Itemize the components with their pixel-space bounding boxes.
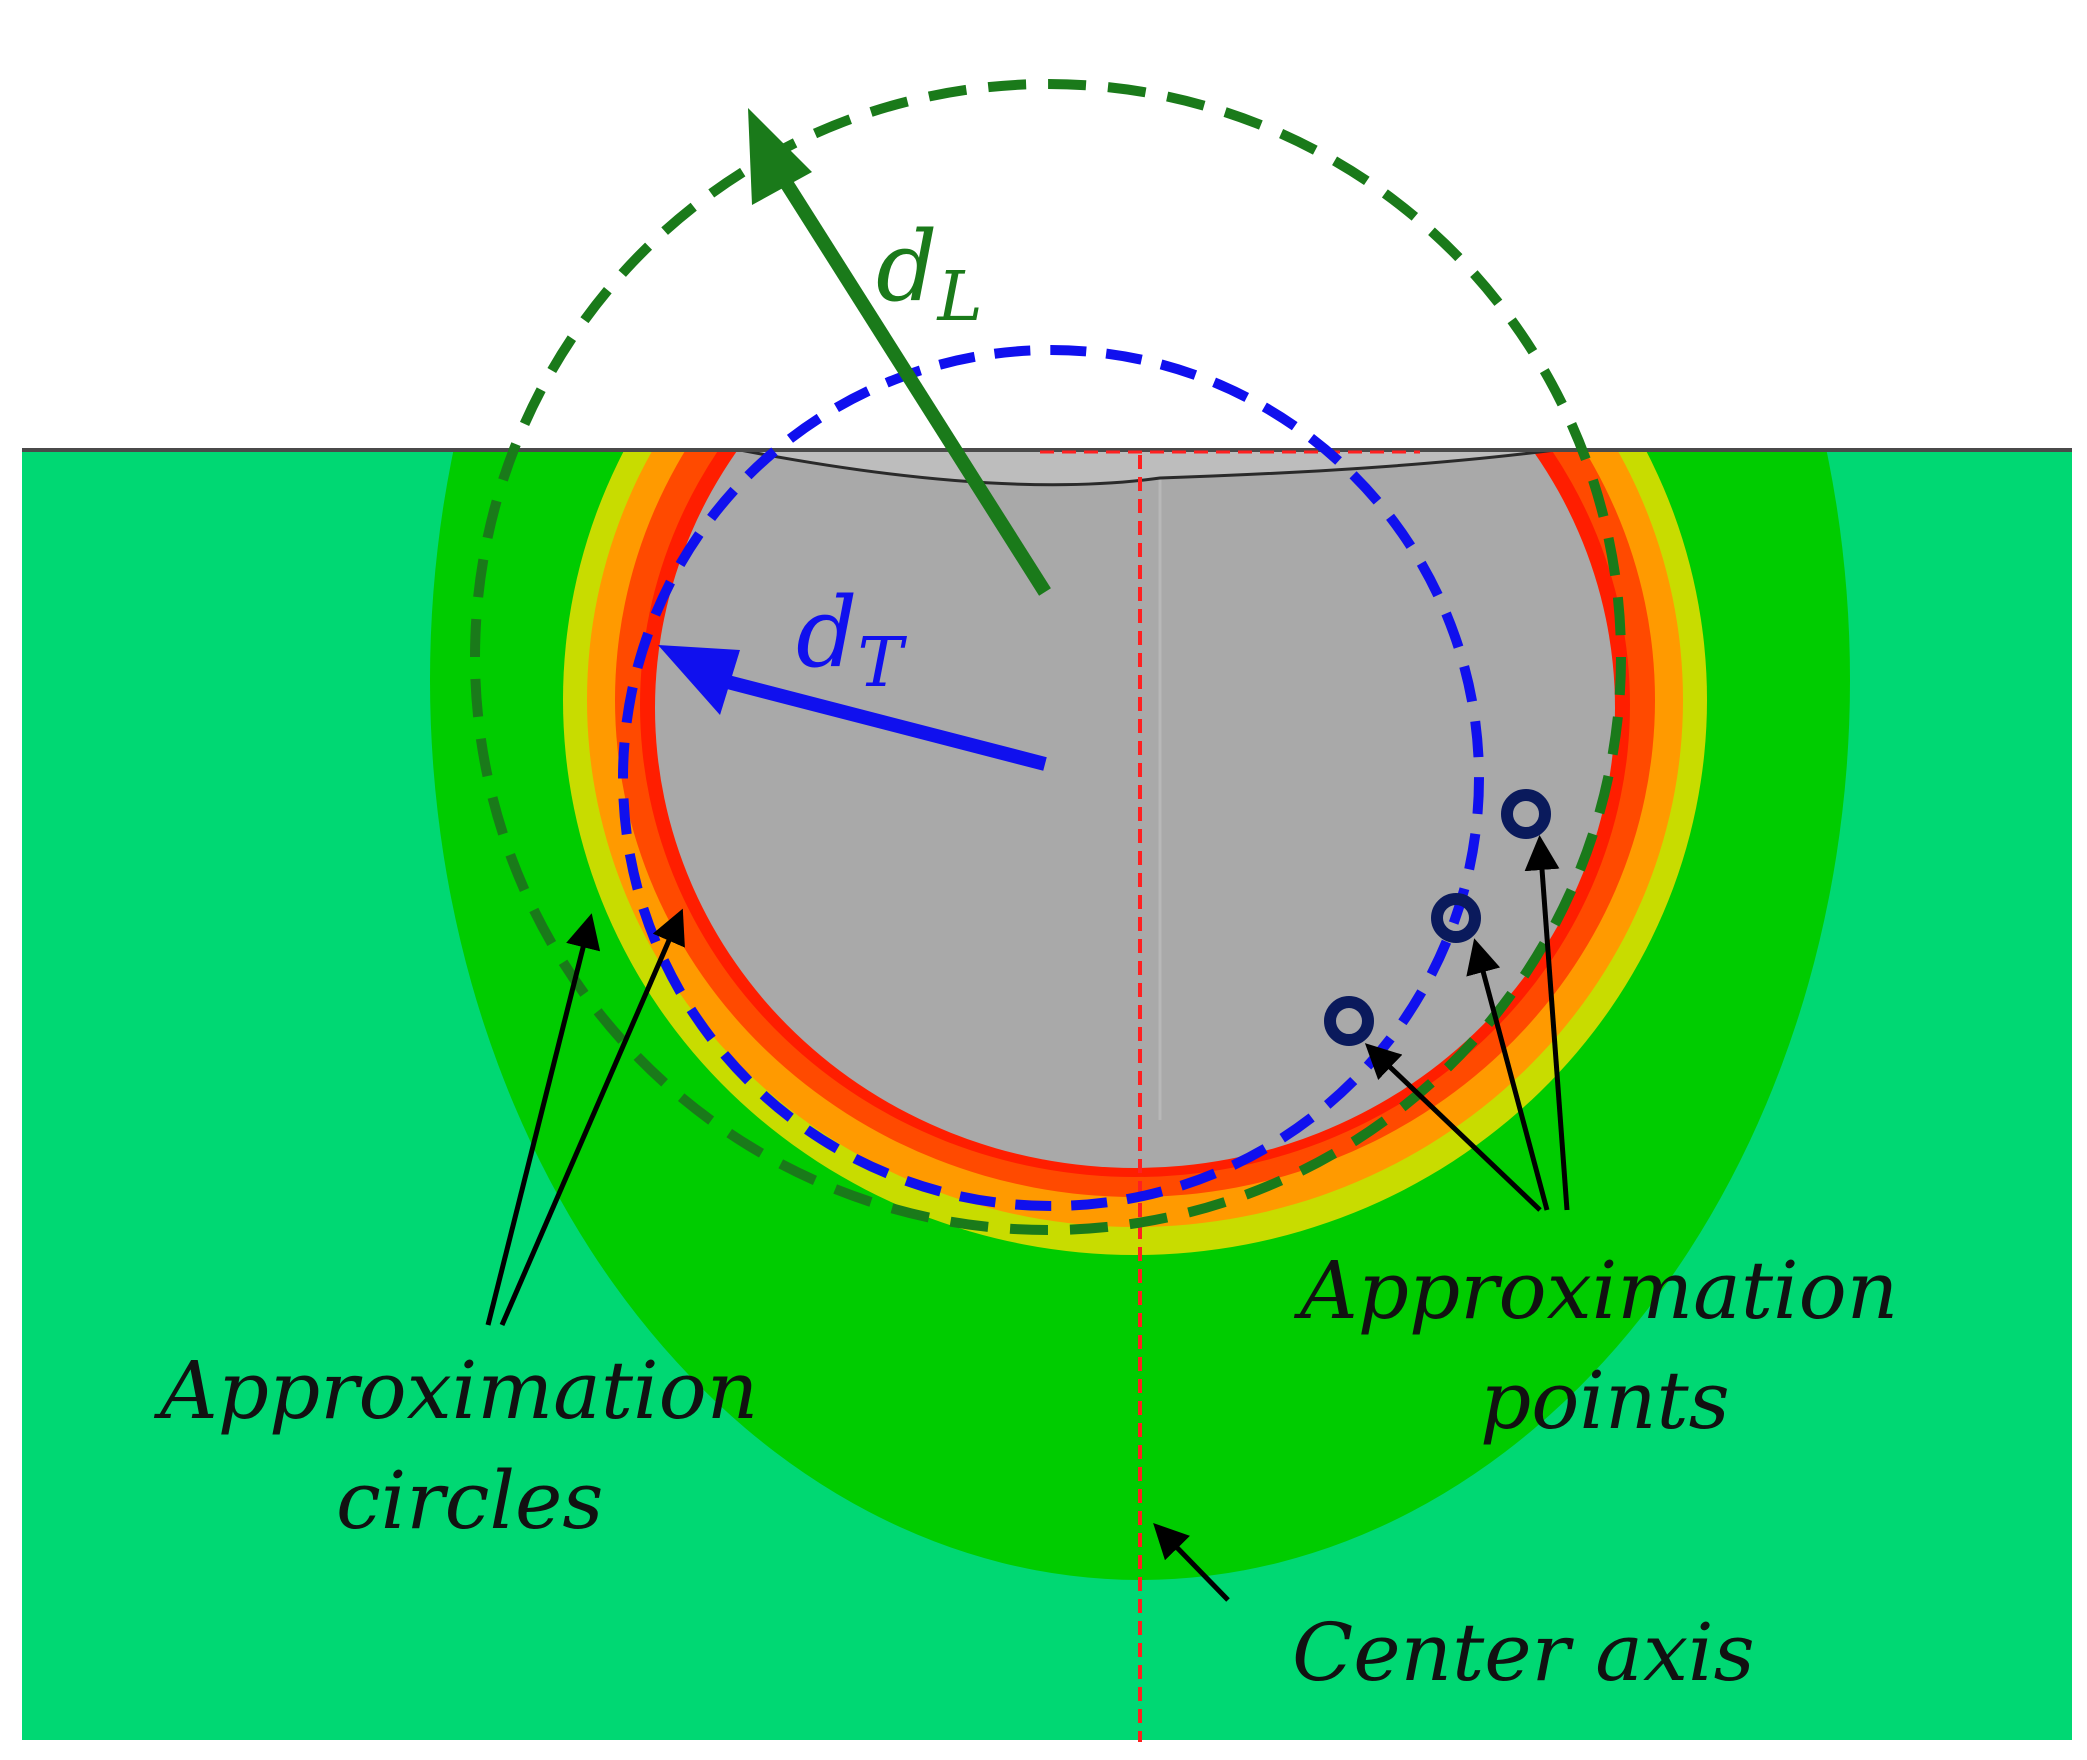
annotation-arrows-points: [1364, 835, 1570, 1212]
label-approximation-circles-line2: circles: [336, 1454, 603, 1547]
label-approximation-points-line1: Approximation: [1293, 1244, 1898, 1337]
annotation-arrows-circles: [485, 908, 685, 1326]
arrow-to-point-3: [1524, 835, 1570, 1211]
label-approximation-circles-line1: Approximation: [153, 1344, 758, 1437]
label-dT: dT: [796, 577, 907, 703]
label-center-axis: Center axis: [1292, 1606, 1755, 1699]
arrow-to-point-1: [1364, 1043, 1542, 1212]
approximation-point: [1324, 996, 1374, 1046]
arrow-to-blue-circle: [499, 908, 685, 1326]
approximation-circle-large: [470, 79, 1626, 1235]
arrow-to-center-axis: [1153, 1522, 1230, 1602]
radius-arrow-dL: [772, 166, 1051, 596]
melt-pool: [655, 450, 1615, 1168]
approximation-point: [1431, 893, 1481, 943]
approximation-point: [1501, 789, 1551, 839]
label-approximation-points-line2: points: [1480, 1354, 1730, 1447]
label-dL: dL: [876, 211, 983, 337]
radius-arrow-dT-head: [658, 645, 740, 715]
approximation-points: [1324, 789, 1551, 1046]
radius-arrow-dL-head: [748, 108, 812, 205]
approximation-circle-small: [618, 345, 1484, 1211]
radius-arrow-dT: [718, 673, 1047, 771]
arrow-to-point-2: [1466, 938, 1550, 1211]
arrow-to-green-circle: [485, 913, 601, 1326]
weld-bead-top: [739, 448, 1556, 487]
